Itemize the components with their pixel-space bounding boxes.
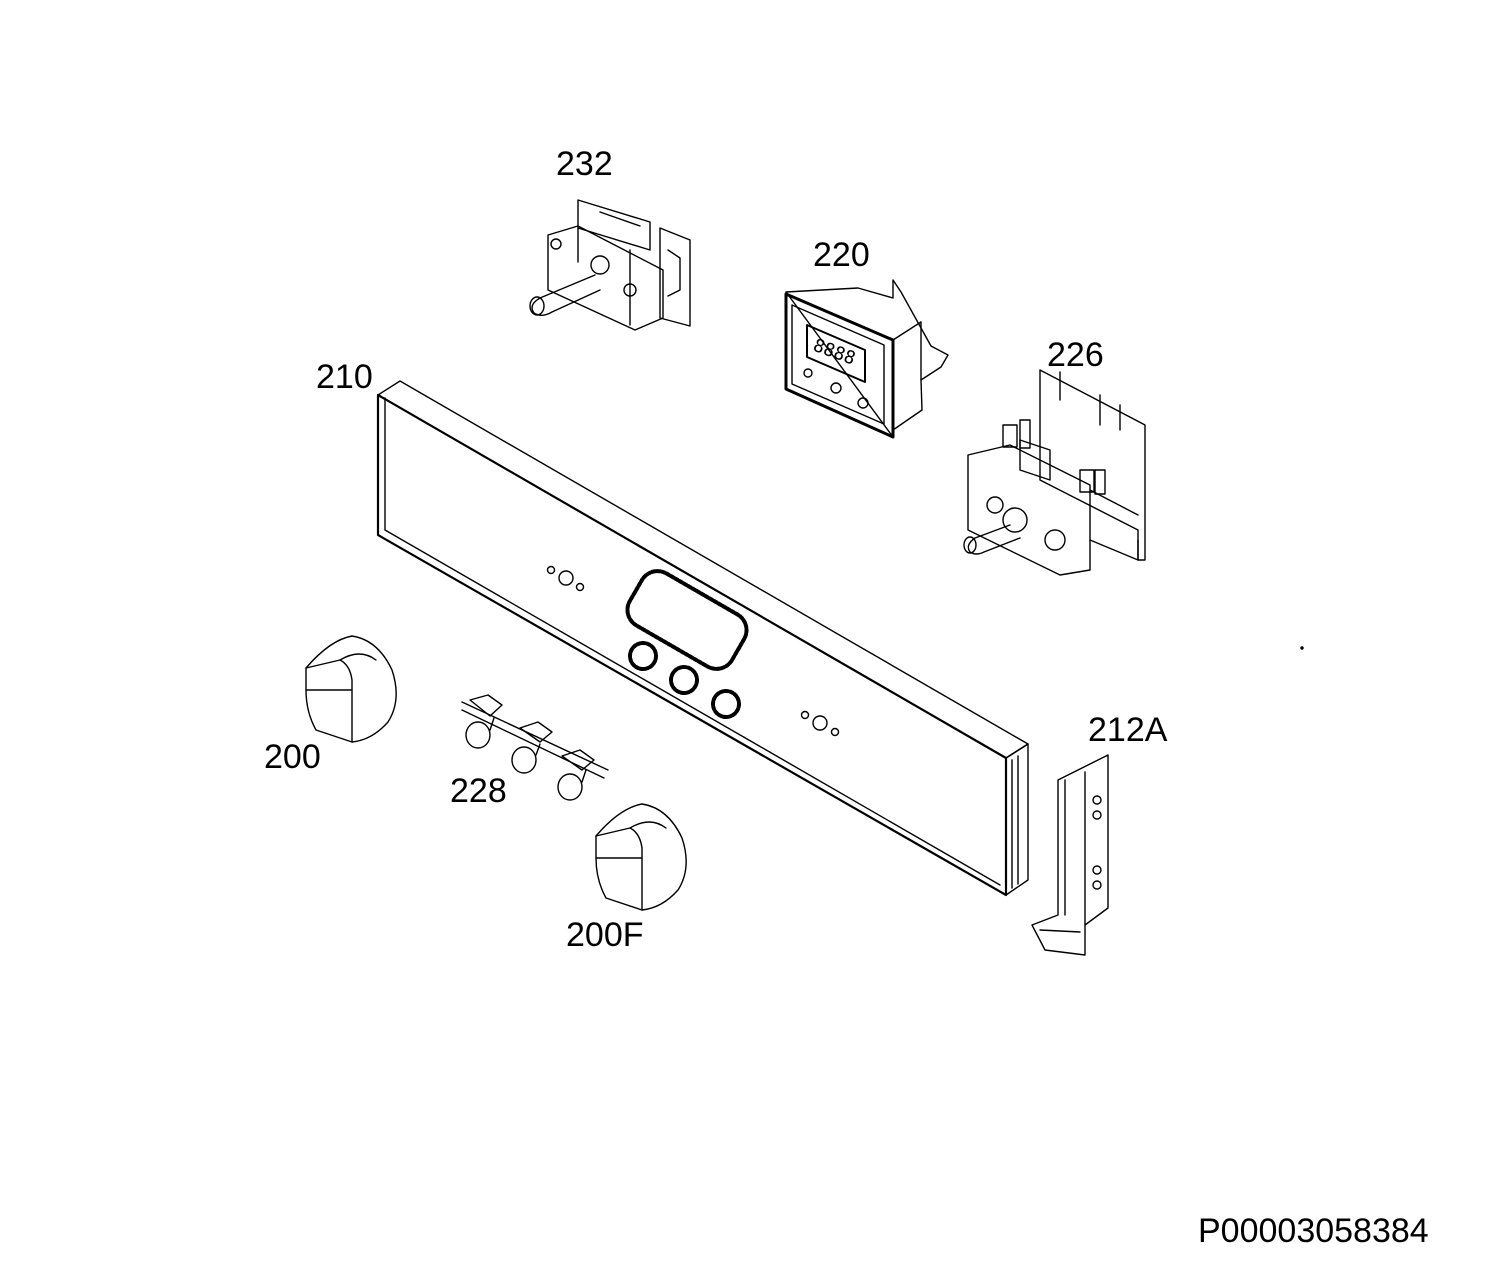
timer-module-220: 8888 xyxy=(786,280,948,437)
svg-text:8888: 8888 xyxy=(810,335,858,370)
control-knob-200 xyxy=(306,636,396,742)
label-226: 226 xyxy=(1047,336,1104,374)
label-228: 228 xyxy=(450,772,507,810)
label-200f: 200F xyxy=(566,916,644,954)
rotary-switch-232 xyxy=(530,200,690,330)
label-210: 210 xyxy=(316,358,373,396)
control-panel-fascia-210 xyxy=(378,381,1028,895)
side-bracket-212a xyxy=(1032,755,1108,955)
push-button-assembly-228 xyxy=(462,695,608,800)
label-220: 220 xyxy=(813,236,870,274)
document-id: P00003058384 xyxy=(1198,1212,1429,1250)
label-212a: 212A xyxy=(1088,711,1168,749)
control-knob-200f xyxy=(596,804,686,910)
label-200: 200 xyxy=(264,738,321,776)
label-232: 232 xyxy=(556,145,613,183)
thermostat-226 xyxy=(964,370,1145,575)
stray-dot xyxy=(1301,647,1303,649)
